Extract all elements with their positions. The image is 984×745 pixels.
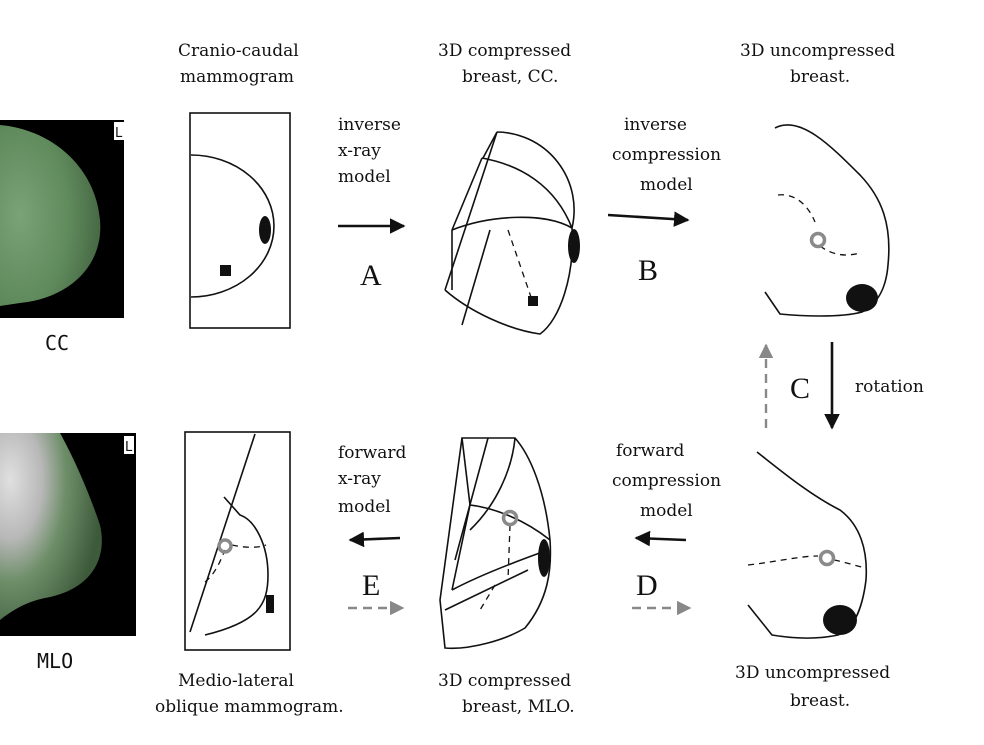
step-a-letter: A [360, 259, 382, 292]
step-e: forward x-ray model E [338, 443, 406, 616]
step-c-letter: C [790, 372, 810, 405]
uncompressed-top-drawing [764, 124, 890, 317]
cc-thumbnail: L [0, 120, 124, 318]
cc-label: CC [45, 331, 69, 355]
compressed-cc-drawing [444, 131, 580, 335]
step-b-letter: B [638, 254, 658, 287]
uncompressed-bottom-drawing [747, 451, 868, 639]
mlo-mammogram-drawing [184, 431, 291, 651]
cc-mammogram-title-line1: Cranio-caudal [178, 41, 299, 61]
step-e-text-2: x-ray [338, 469, 381, 489]
step-d-back-arrow [634, 530, 687, 547]
uncompressed-bottom-title-line2: breast. [790, 691, 850, 711]
step-b-text-3: model [640, 175, 693, 195]
step-e-letter: E [362, 569, 380, 602]
compressed-mlo-drawing [439, 437, 552, 650]
uncompressed-top-title-line1: 3D uncompressed [740, 41, 895, 61]
step-a: inverse x-ray model A [338, 115, 406, 292]
step-a-text-2: x-ray [338, 141, 381, 161]
step-d-letter: D [636, 569, 658, 602]
compressed-cc-title-line1: 3D compressed [438, 41, 571, 61]
step-b-text-1: inverse [624, 115, 687, 135]
step-b-arrow [607, 211, 690, 227]
mlo-mammogram-title-line1: Medio-lateral [178, 671, 294, 691]
compressed-mlo-title-line1: 3D compressed [438, 671, 571, 691]
mlo-thumbnail: L [0, 433, 136, 636]
step-b-text-2: compression [612, 145, 721, 165]
step-d: forward compression model D [612, 441, 721, 616]
step-b: inverse compression model B [607, 115, 721, 287]
step-a-text-3: model [338, 167, 391, 187]
cc-marker-char: L [115, 126, 123, 141]
uncompressed-bottom-title-line1: 3D uncompressed [735, 663, 890, 683]
step-e-back-arrow [348, 531, 401, 548]
step-e-text-1: forward [338, 443, 406, 463]
step-a-text-1: inverse [338, 115, 401, 135]
mlo-mammogram-title-line2: oblique mammogram. [155, 697, 344, 717]
mlo-label: MLO [37, 649, 73, 673]
step-d-text-1: forward [616, 441, 684, 461]
compressed-cc-title-line2: breast, CC. [462, 67, 558, 87]
mlo-marker-char: L [125, 440, 133, 455]
step-c: C rotation [758, 342, 924, 430]
step-d-text-2: compression [612, 471, 721, 491]
step-e-text-3: model [338, 497, 391, 517]
uncompressed-top-title-line2: breast. [790, 67, 850, 87]
step-c-text-1: rotation [855, 377, 924, 397]
cc-mammogram-drawing [189, 112, 291, 329]
compressed-mlo-title-line2: breast, MLO. [462, 697, 575, 717]
cc-mammogram-title-line2: mammogram [180, 67, 294, 87]
step-d-text-3: model [640, 501, 693, 521]
